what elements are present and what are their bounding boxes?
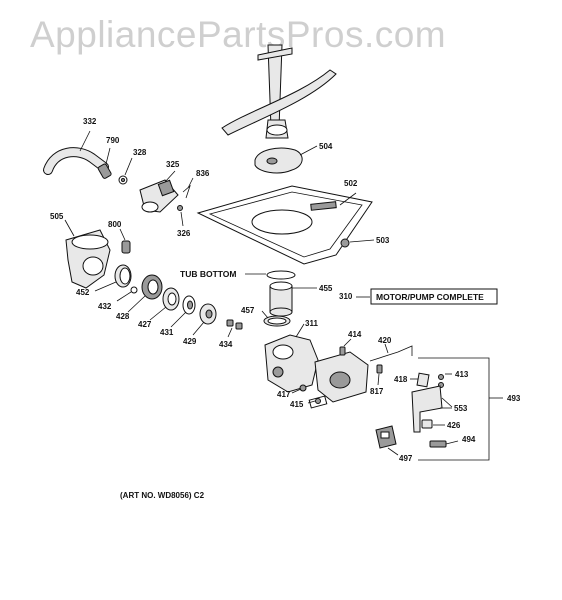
callout-413: 413 [455, 370, 469, 379]
callout-429: 429 [183, 337, 197, 346]
callout-800: 800 [108, 220, 122, 229]
callout-817: 817 [370, 387, 384, 396]
part-328-illustration: 328 [118, 148, 147, 185]
callout-326: 326 [177, 229, 191, 238]
callout-431: 431 [160, 328, 174, 337]
motor-pump-complete-box [370, 288, 498, 305]
part-418-illustration: 418 [394, 372, 430, 388]
part-503-illustration: 503 [340, 236, 390, 248]
part-332-illustration: 332 [43, 117, 109, 175]
callout-420: 420 [378, 336, 392, 345]
spray-arm-illustration [221, 44, 337, 139]
part-326-illustration: 326 [177, 205, 191, 238]
callout-328: 328 [133, 148, 147, 157]
callout-505: 505 [50, 212, 64, 221]
callout-325: 325 [166, 160, 180, 169]
part-790-illustration: 790 [97, 136, 120, 179]
tub-bottom-group: TUB BOTTOM 455 457 [180, 269, 333, 327]
part-417-415-illustration: 417 415 [277, 384, 321, 409]
callout-432: 432 [98, 302, 112, 311]
callout-502: 502 [344, 179, 358, 188]
callout-332: 332 [83, 117, 97, 126]
part-836-illustration: 836 [182, 169, 210, 199]
part-429-illustration: 429 [183, 303, 217, 346]
callout-836: 836 [196, 169, 210, 178]
callout-553: 553 [454, 404, 468, 413]
motor-pump-complete-label: MOTOR/PUMP COMPLETE [376, 292, 484, 302]
part-414-illustration: 414 [339, 330, 362, 356]
callout-428: 428 [116, 312, 130, 321]
part-817-illustration: 817 [370, 364, 384, 396]
callout-504: 504 [319, 142, 333, 151]
callout-426: 426 [447, 421, 461, 430]
callout-414: 414 [348, 330, 362, 339]
callout-418: 418 [394, 375, 408, 384]
part-311-illustration: 311 [264, 319, 319, 393]
part-553-illustration: 553 [411, 385, 468, 433]
watermark-text: AppliancePartsPros.com [30, 14, 447, 55]
callout-497: 497 [399, 454, 413, 463]
callout-427: 427 [138, 320, 152, 329]
part-431-illustration: 431 [160, 295, 196, 337]
part-494-illustration: 494 [429, 435, 476, 448]
callout-503: 503 [376, 236, 390, 245]
callout-493: 493 [507, 394, 521, 403]
callout-417: 417 [277, 390, 291, 399]
group-493-bracket: 493 [418, 357, 521, 461]
part-497-illustration: 497 [375, 425, 413, 463]
part-502-illustration: 502 [196, 179, 373, 265]
callout-310: 310 [339, 292, 353, 301]
part-427-illustration: 427 [138, 287, 180, 329]
part-434-illustration: 434 [219, 319, 243, 349]
part-504-illustration: 504 [254, 142, 333, 174]
tub-bottom-label: TUB BOTTOM [180, 269, 237, 279]
callout-457: 457 [241, 306, 255, 315]
part-800-illustration: 800 [108, 220, 131, 254]
callout-494: 494 [462, 435, 476, 444]
part-420-illustration: 420 [369, 336, 413, 362]
art-number: (ART NO. WD8056) C2 [120, 491, 205, 500]
callout-415: 415 [290, 400, 304, 409]
part-428-illustration: 428 [116, 274, 163, 321]
callout-311: 311 [305, 319, 318, 328]
part-505-illustration: 505 [50, 212, 111, 289]
callout-452: 452 [76, 288, 90, 297]
part-426-illustration: 426 [421, 419, 461, 430]
part-432-illustration: 432 [98, 286, 138, 311]
part-325-illustration: 325 [139, 160, 180, 213]
motor-pump-complete-group: 310 MOTOR/PUMP COMPLETE [339, 288, 498, 305]
callout-455: 455 [319, 284, 333, 293]
callout-434: 434 [219, 340, 233, 349]
part-413-illustration: 413 [438, 370, 469, 388]
part-452-illustration: 452 [76, 264, 132, 297]
callout-790: 790 [106, 136, 120, 145]
